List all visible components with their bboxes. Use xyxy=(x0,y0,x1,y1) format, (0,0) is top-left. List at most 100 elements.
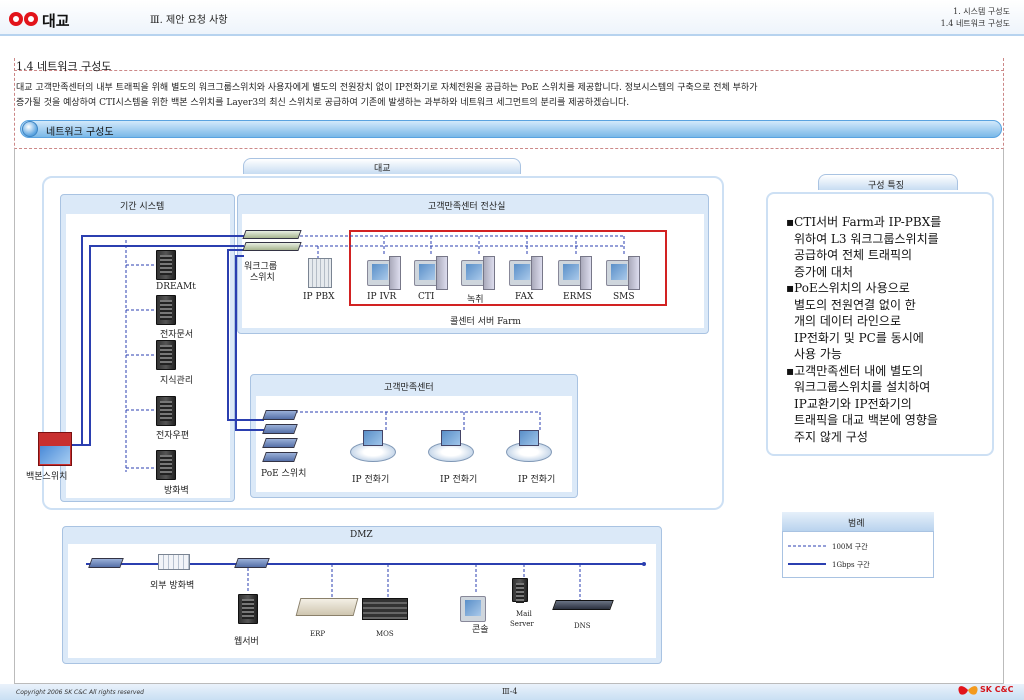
feature-item-3: ▪고객만족센터 내에 별도의 워크그룹스위치를 설치하여 IP교환기와 IP전화… xyxy=(786,363,990,446)
customer-center-label: 고객만족센터 xyxy=(384,383,434,393)
feature-line: 주지 않게 구성 xyxy=(794,429,868,444)
diagram-area xyxy=(14,148,1004,684)
dmz-label: DMZ xyxy=(350,530,373,540)
mos-icon xyxy=(362,598,408,620)
cti-label-cti: CTI xyxy=(418,292,435,302)
feature-line: IP교환기와 IP전화기의 xyxy=(794,396,912,411)
erp-icon xyxy=(295,598,359,616)
section-bar-bullet xyxy=(22,121,38,137)
mos-label: MOS xyxy=(376,630,394,638)
firewall-icon xyxy=(156,450,176,480)
daegyo-label: 대교 xyxy=(374,164,391,174)
workgroup-switch-label-2: 스위치 xyxy=(250,273,275,283)
dns-label: DNS xyxy=(574,622,591,630)
web-server-label: 웹서버 xyxy=(234,637,259,647)
server-label-mail: 전자우편 xyxy=(156,431,190,441)
features-header xyxy=(818,174,958,190)
cti-label-erms: ERMS xyxy=(563,292,592,302)
ip-phone-icon xyxy=(350,430,396,464)
feature-line: 개의 데이터 라인으로 xyxy=(794,314,901,328)
ip-phone-icon xyxy=(506,430,552,464)
server-icon xyxy=(156,250,176,280)
cti-label-sms: SMS xyxy=(613,292,635,302)
dmz-switch-icon xyxy=(88,558,124,568)
feature-line: 증가에 대처 xyxy=(794,264,854,279)
feature-line: ▪CTI서버 Farm과 IP-PBX를 xyxy=(786,215,942,229)
section-bar-label: 네트워크 구성도 xyxy=(46,127,114,138)
legend-dashed-label: 100M 구간 xyxy=(832,543,868,551)
server-icon xyxy=(156,340,176,370)
cti-label-ivr: IP IVR xyxy=(367,292,397,302)
computer-icon xyxy=(509,256,543,290)
footer-copyright: Copyright 2006 SK C&C All rights reserve… xyxy=(16,689,144,696)
computer-icon xyxy=(367,256,401,290)
ip-pbx-label: IP PBX xyxy=(303,292,335,302)
logo: 대교 xyxy=(6,6,74,32)
title-underline xyxy=(14,70,1004,71)
footer-bar xyxy=(0,684,1024,700)
feature-item-2: ▪PoE스위치의 사용으로 별도의 전원연결 없이 한 개의 데이터 라인으로 … xyxy=(786,280,990,363)
core-system-label: 기간 시스템 xyxy=(120,202,165,212)
ip-phone-label-3: IP 전화기 xyxy=(518,475,556,485)
server-label-dreamt: DREAMt xyxy=(156,282,196,292)
dmz-switch-icon xyxy=(234,558,270,568)
external-firewall-icon xyxy=(158,554,190,570)
ip-pbx-icon xyxy=(308,258,332,288)
server-label-edoc: 전자문서 xyxy=(160,330,194,340)
workgroup-switch-label-1: 워크그룹 xyxy=(244,262,278,272)
poe-switch-label: PoE 스위치 xyxy=(261,469,307,479)
backbone-switch-face xyxy=(40,446,70,464)
logo-text: 대교 xyxy=(42,12,70,30)
console-icon xyxy=(460,592,494,626)
feature-line: ▪PoE스위치의 사용으로 xyxy=(786,281,910,295)
features-box xyxy=(766,192,994,456)
brand-logo: SK C&C xyxy=(956,680,1020,700)
feature-line: 사용 가능 xyxy=(794,347,842,361)
feature-item-1: ▪CTI서버 Farm과 IP-PBX를 위하여 L3 워크그룹스위치를 공급하… xyxy=(786,214,990,280)
computer-icon xyxy=(414,256,448,290)
legend-header xyxy=(782,512,934,532)
dns-icon xyxy=(552,600,614,610)
server-label-km: 지식관리 xyxy=(160,376,194,386)
feature-line: 공급하여 전체 트래픽의 xyxy=(794,248,913,262)
brand-text: SK C&C xyxy=(980,685,1014,694)
console-label: 콘솔 xyxy=(472,625,489,635)
ip-phone-icon xyxy=(428,430,474,464)
computer-icon xyxy=(558,256,592,290)
cti-farm-label: 콜센터 서버 Farm xyxy=(450,317,521,327)
legend-title: 범례 xyxy=(848,519,865,529)
header-section: Ⅲ. 제안 요청 사항 xyxy=(150,15,228,26)
cti-label-rec: 녹취 xyxy=(467,295,484,305)
page-number: Ⅲ-4 xyxy=(502,687,518,696)
breadcrumb-1: 1. 시스템 구성도 xyxy=(953,7,1010,16)
features-title: 구성 특징 xyxy=(868,181,904,191)
feature-line: IP전화기 및 PC를 동시에 xyxy=(794,330,924,345)
core-system-inner xyxy=(66,214,230,498)
feature-line: 워크그룹스위치를 설치하여 xyxy=(794,380,931,394)
server-icon xyxy=(156,295,176,325)
backbone-switch-label: 백본스위치 xyxy=(26,472,68,482)
mail-server-label-2: Server xyxy=(510,620,534,628)
legend-solid-label: 1Gbps 구간 xyxy=(832,561,870,569)
external-firewall-label: 외부 방화벽 xyxy=(150,581,195,591)
ip-phone-label-2: IP 전화기 xyxy=(440,475,478,485)
daegyo-header xyxy=(243,158,521,174)
legend-lines xyxy=(788,545,826,565)
breadcrumb-2: 1.4 네트워크 구성도 xyxy=(940,19,1010,28)
computer-icon xyxy=(606,256,640,290)
section-bar xyxy=(20,120,1002,138)
features-list: ▪CTI서버 Farm과 IP-PBX를 위하여 L3 워크그룹스위치를 공급하… xyxy=(786,214,990,446)
erp-label: ERP xyxy=(310,630,326,638)
call-center-room-label: 고객만족센터 전산실 xyxy=(428,202,506,212)
feature-line: 트래픽을 대교 백본에 영향을 xyxy=(794,413,938,427)
feature-line: ▪고객만족센터 내에 별도의 xyxy=(786,363,924,378)
logo-icon xyxy=(9,12,38,26)
intro-line-1: 대교 고객만족센터의 내부 트래픽을 위해 별도의 워크그룹스위치와 사용자에게… xyxy=(16,83,758,93)
mail-server-icon xyxy=(512,578,528,603)
page-title: 1.4 네트워크 구성도 xyxy=(16,60,112,73)
ip-phone-label-1: IP 전화기 xyxy=(352,475,390,485)
computer-icon xyxy=(461,256,495,290)
butterfly-icon xyxy=(958,686,978,695)
cti-farm-frame xyxy=(349,230,667,306)
feature-line: 위하여 L3 워크그룹스위치를 xyxy=(794,231,939,246)
